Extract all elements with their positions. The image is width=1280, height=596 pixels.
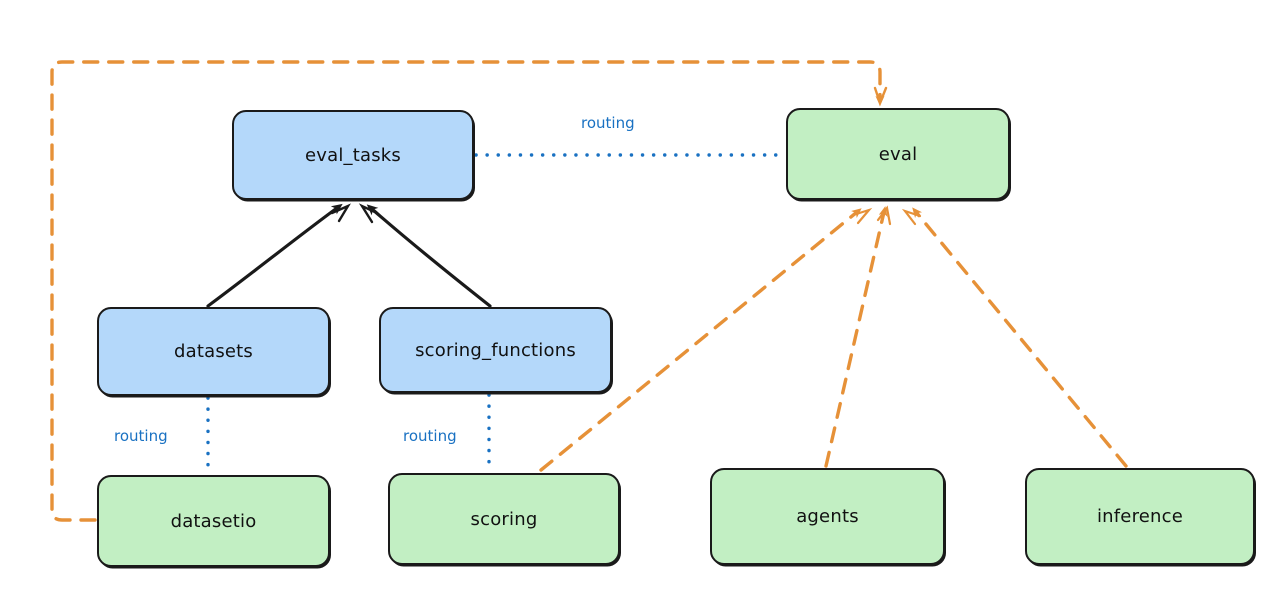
node-eval[interactable]: eval (786, 108, 1010, 200)
edge-scoring-to-eval (539, 207, 873, 472)
node-scoring-functions[interactable]: scoring_functions (379, 307, 612, 393)
edge-label-routing-datasets-datasetio: routing (111, 427, 171, 445)
node-eval-tasks[interactable]: eval_tasks (232, 110, 474, 200)
node-scoring[interactable]: scoring (388, 473, 620, 565)
node-label: eval_tasks (304, 144, 402, 166)
edge-agents-to-eval (824, 205, 892, 468)
node-inference[interactable]: inference (1025, 468, 1255, 565)
node-agents[interactable]: agents (710, 468, 945, 565)
node-label: eval (878, 143, 918, 165)
edge-label-routing-eval-tasks-eval: routing (578, 114, 638, 132)
edge-inference-to-eval (901, 207, 1128, 468)
edge-scoring_functions-to-eval_tasks (358, 203, 492, 308)
node-label: datasets (173, 341, 254, 362)
edge-datasetio-to-eval (50, 60, 888, 522)
edge-label-routing-scoring-functions-scoring: routing (400, 427, 460, 445)
node-label: datasetio (170, 510, 257, 532)
node-label: inference (1096, 506, 1184, 527)
node-datasets[interactable]: datasets (97, 307, 330, 396)
node-label: scoring_functions (415, 339, 576, 361)
node-datasetio[interactable]: datasetio (97, 475, 330, 567)
edge-datasets-to-eval_tasks (206, 203, 351, 308)
node-label: agents (796, 506, 859, 527)
node-label: scoring (470, 508, 538, 530)
